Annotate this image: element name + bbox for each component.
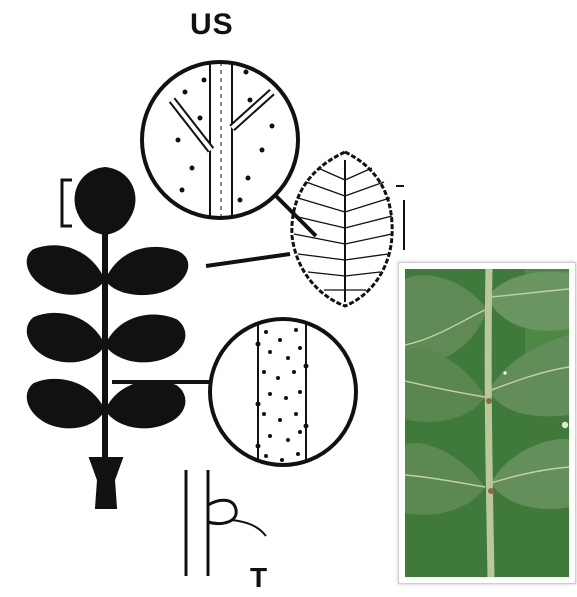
- leaflet-right-1: [106, 248, 187, 294]
- photo-image: [405, 269, 569, 577]
- terminal-leaflet: [76, 168, 135, 234]
- leaflet-right-2: [106, 316, 184, 362]
- leaflet-left-2: [28, 314, 104, 362]
- leaflet-right-3: [106, 381, 184, 427]
- leaflet-left-3: [28, 380, 104, 427]
- compound-leaf-silhouette: [28, 168, 188, 508]
- rachis-magnifier: [210, 316, 356, 472]
- leaflet-left-1: [28, 246, 104, 293]
- bracket-right: [396, 186, 404, 250]
- stipule-base: [90, 458, 122, 508]
- leaf-surface-magnifier: [142, 60, 298, 220]
- stipule-detail: [186, 470, 266, 576]
- bracket-left: [62, 180, 72, 226]
- photo-stem: [488, 269, 491, 577]
- leaf-photograph: [398, 262, 576, 584]
- connector-leaflet: [206, 254, 290, 266]
- label-tip: T: [250, 562, 267, 594]
- label-upper-surface: US: [190, 8, 234, 42]
